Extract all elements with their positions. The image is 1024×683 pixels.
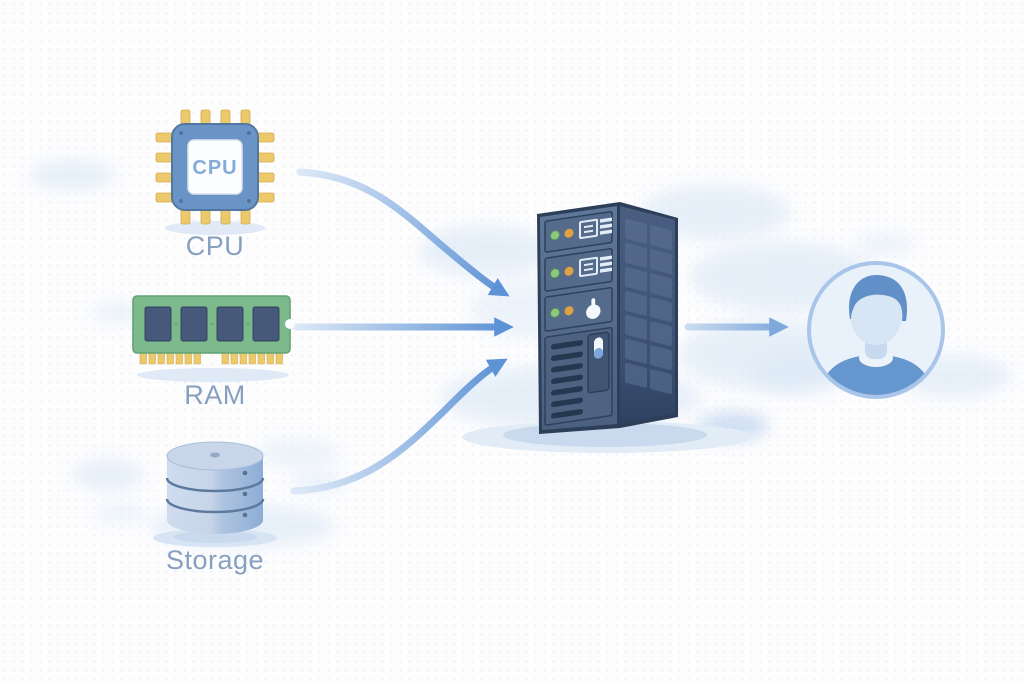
server-tower-icon xyxy=(462,202,752,453)
ram-chips xyxy=(144,306,280,342)
power-icon xyxy=(586,298,601,320)
arrow-storage-to-server xyxy=(290,358,508,495)
led-orange xyxy=(564,266,574,276)
cloud-blob xyxy=(30,160,115,190)
user-avatar-icon xyxy=(807,261,945,399)
door-toggle xyxy=(594,337,603,359)
server-door xyxy=(587,331,610,394)
cloud-blob xyxy=(420,225,550,277)
unit2-display xyxy=(579,255,612,278)
server-vents xyxy=(551,340,583,419)
cloud-blob xyxy=(855,232,915,256)
rack-unit-3 xyxy=(544,287,613,332)
ram-module-icon xyxy=(132,295,295,382)
led-green xyxy=(550,268,560,279)
cpu-pins xyxy=(155,109,275,225)
led-green xyxy=(550,230,560,241)
rack-unit-2 xyxy=(544,248,613,292)
ram-notch xyxy=(285,319,295,329)
arrow-cpu-to-server xyxy=(296,168,510,297)
database-cylinder-icon xyxy=(153,441,277,547)
storage-body xyxy=(167,456,263,534)
led-orange xyxy=(564,228,574,238)
server-side-grid xyxy=(625,218,672,395)
avatar-hair xyxy=(849,274,908,321)
rack-unit-1 xyxy=(544,211,613,253)
cloud-blob xyxy=(255,438,340,468)
cloud-blob xyxy=(72,460,144,490)
unit1-display xyxy=(579,217,612,240)
storage-label: Storage xyxy=(165,545,265,575)
server-front-panels xyxy=(544,211,613,426)
led-green xyxy=(550,307,560,318)
cpu-chip-die xyxy=(187,139,243,195)
avatar-face xyxy=(850,285,902,345)
cloud-blob xyxy=(95,502,147,524)
cpu-chip-text: CPU xyxy=(192,157,237,179)
cpu-label: CPU xyxy=(185,231,245,261)
led-orange xyxy=(564,306,574,316)
cpu-chip-icon: CPU xyxy=(155,109,275,235)
ram-label: RAM xyxy=(184,380,246,410)
